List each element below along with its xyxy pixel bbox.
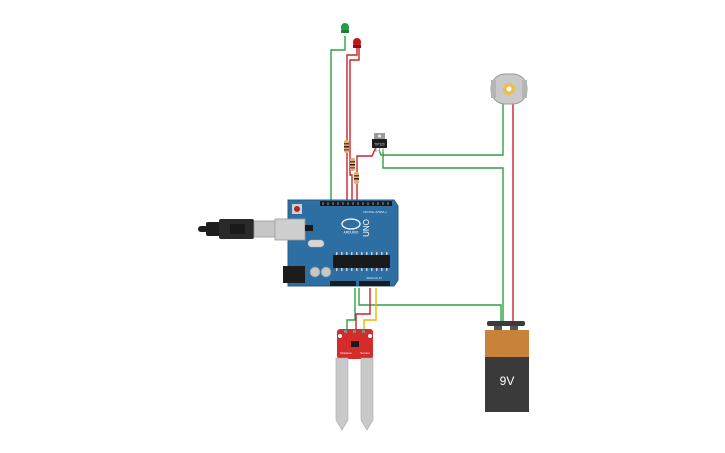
red-led-wire-b (349, 47, 360, 204)
digital-header (320, 201, 392, 206)
resistor-3[interactable] (354, 172, 359, 184)
analog-label: ANALOG IN (366, 276, 381, 280)
resistor-1[interactable] (344, 140, 349, 153)
sensor-label-left: Moisture (340, 351, 352, 355)
digital-pins (322, 202, 389, 205)
red-led-wire-a (346, 47, 358, 204)
arduino-logo (341, 218, 361, 230)
transistor[interactable]: TIP120 (372, 133, 387, 152)
transistor-label: TIP120 (374, 143, 385, 147)
analog-header (359, 281, 390, 286)
arduino-board[interactable]: DIGITAL (PWM~) ARDUINO UNO (274, 199, 399, 287)
sensor-green-wire (346, 288, 356, 330)
sensor-prong-right (360, 357, 374, 431)
digital-header-label: DIGITAL (PWM~) (363, 210, 386, 214)
green-led-wire (330, 36, 346, 204)
sensor-label-right: Sensor (360, 351, 370, 355)
red-led[interactable] (353, 38, 361, 48)
usb-port[interactable] (274, 218, 306, 241)
battery-label: 9V (500, 374, 515, 388)
sensor-red-wire (355, 288, 371, 330)
usb-cable (198, 219, 277, 239)
transistor-motor-wire (378, 104, 504, 156)
arduino-model: UNO (362, 219, 371, 237)
battery-9v[interactable]: 9V (485, 321, 529, 412)
sensor-yellow-wire (363, 288, 377, 330)
sensor-prong-left (335, 357, 349, 431)
power-jack[interactable] (283, 266, 305, 283)
resistor-2[interactable] (350, 158, 355, 171)
power-header (330, 281, 356, 286)
transistor-battery-wire (382, 150, 504, 322)
capacitor-1 (309, 266, 321, 278)
dc-motor[interactable] (490, 73, 528, 105)
green-led[interactable] (341, 23, 349, 33)
wires (330, 36, 514, 330)
transistor-base-wire (356, 146, 377, 204)
arduino-battery-wire (358, 288, 502, 322)
arduino-brand: ARDUINO (344, 231, 359, 235)
microcontroller-chip (333, 255, 390, 268)
soil-moisture-sensor[interactable]: Moisture Sensor (335, 329, 374, 431)
capacitor-2 (320, 266, 332, 278)
